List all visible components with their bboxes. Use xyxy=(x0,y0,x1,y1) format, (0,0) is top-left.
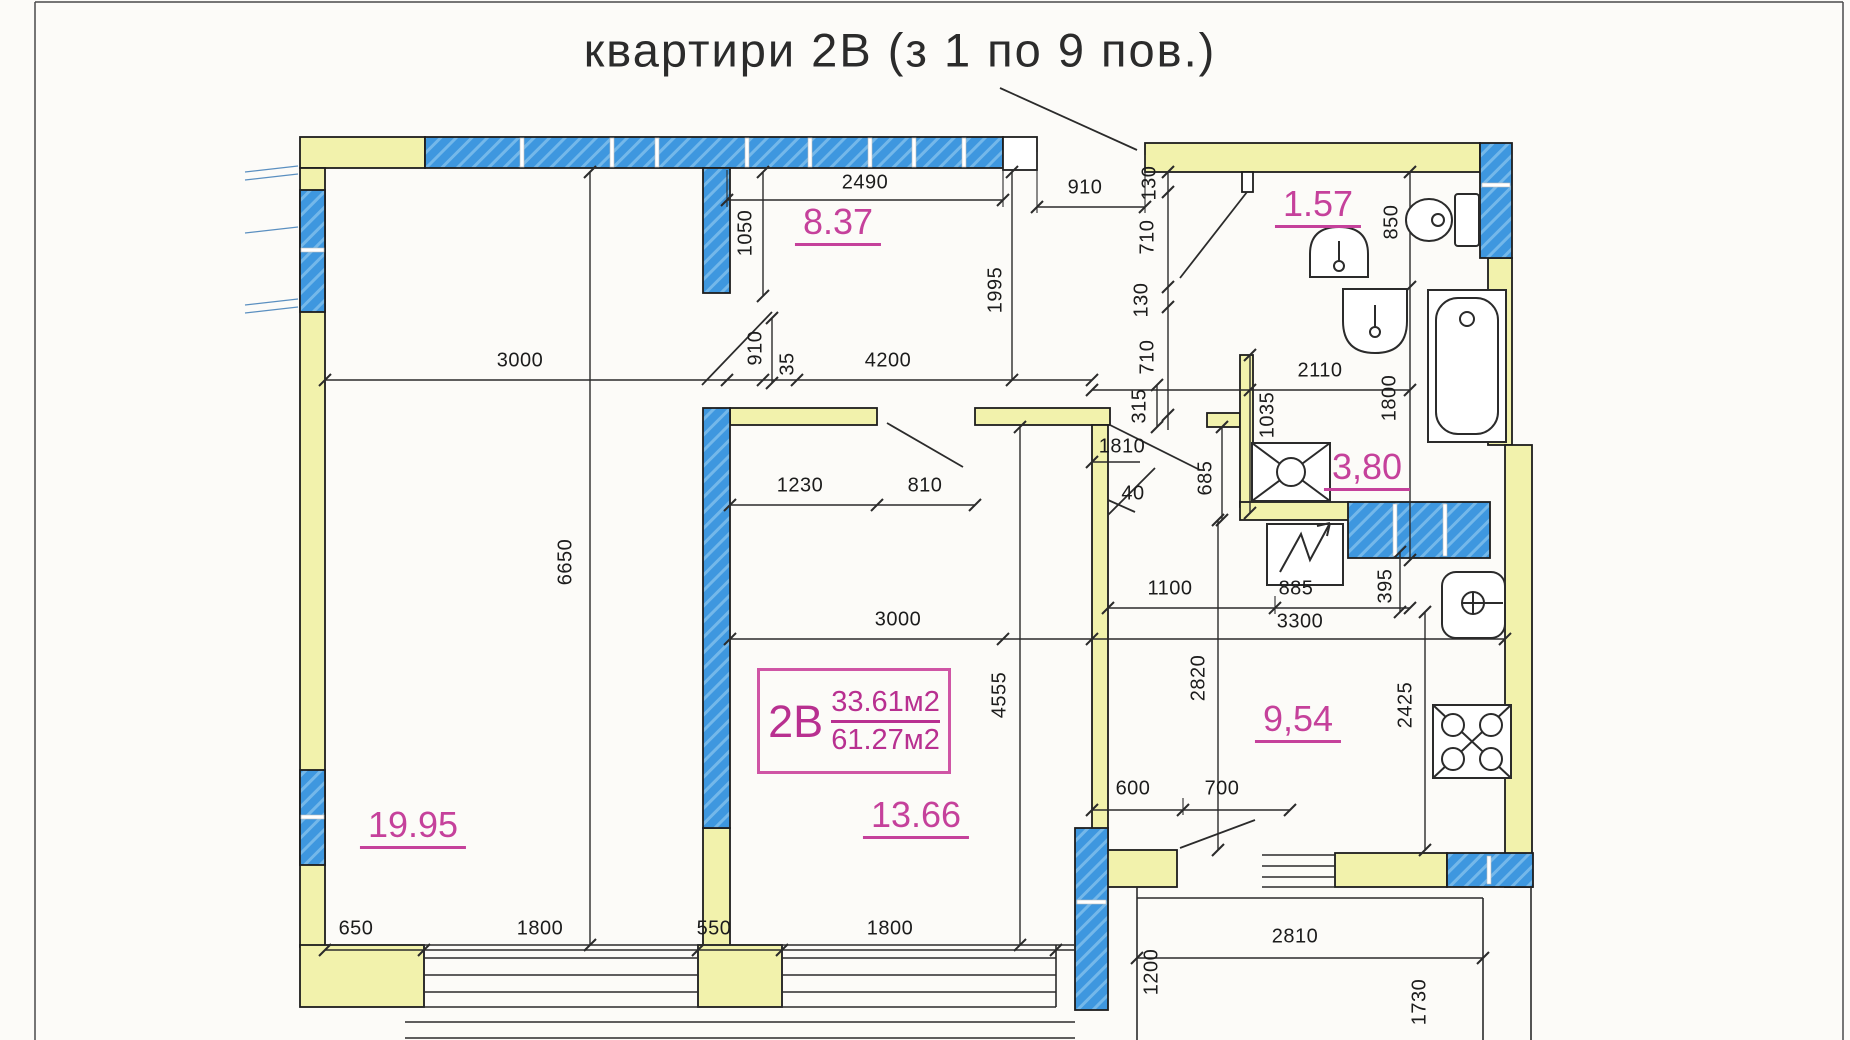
dimension-label: 1800 xyxy=(1378,374,1401,422)
dimension-label: 2490 xyxy=(841,171,889,194)
dimension-label: 3300 xyxy=(1276,610,1324,633)
kitchen-sink-icon xyxy=(1441,571,1506,639)
dimension-label: 3000 xyxy=(496,349,544,372)
room-label-bathroom: 3,80 xyxy=(1323,449,1411,491)
dimension-label: 850 xyxy=(1380,204,1403,240)
apartment-living-area: 33.61м2 xyxy=(831,685,940,723)
dimension-label: 130 xyxy=(1130,282,1153,318)
dimension-label: 1730 xyxy=(1408,978,1431,1026)
page-title: квартири 2В (з 1 по 9 пов.) xyxy=(583,23,1217,77)
window-mullions xyxy=(300,137,1511,905)
dimension-label: 3000 xyxy=(874,608,922,631)
dimension-label: 315 xyxy=(1128,388,1151,424)
apartment-area-box: 2В 33.61м2 61.27м2 xyxy=(757,668,951,774)
dimension-label: 6650 xyxy=(554,538,577,586)
dimension-label: 650 xyxy=(338,917,374,940)
shower-tray-icon xyxy=(1251,442,1331,502)
page-frame xyxy=(34,1,1844,1040)
apartment-unit: 2В xyxy=(768,695,824,747)
dimension-label: 1800 xyxy=(516,917,564,940)
apartment-total-area: 61.27м2 xyxy=(831,723,940,756)
dimension-label: 1995 xyxy=(984,266,1007,314)
bathtub-icon xyxy=(1427,289,1507,443)
dimension-label: 4555 xyxy=(988,671,1011,719)
dimension-label: 395 xyxy=(1374,568,1397,604)
sink-icon xyxy=(1309,225,1369,278)
dimension-label: 40 xyxy=(1121,482,1145,505)
room-label-wc: 1.57 xyxy=(1274,186,1362,228)
dimension-label: 885 xyxy=(1278,577,1314,600)
stove-icon xyxy=(1432,704,1512,779)
dimension-label: 130 xyxy=(1138,165,1161,201)
room-label-living-room: 19.95 xyxy=(359,807,467,849)
room-label-corridor: 8.37 xyxy=(794,204,882,246)
dimension-label: 2810 xyxy=(1271,925,1319,948)
linework xyxy=(244,87,1532,1040)
dimension-label: 35 xyxy=(776,352,799,376)
room-label-kitchen: 9,54 xyxy=(1254,701,1342,743)
sink-icon-2 xyxy=(1342,288,1408,355)
apartment-areas: 33.61м2 61.27м2 xyxy=(831,685,940,758)
dimension-label: 710 xyxy=(1136,339,1159,375)
dimension-label: 810 xyxy=(907,474,943,497)
dimension-label: 1230 xyxy=(776,474,824,497)
dimension-label: 550 xyxy=(696,917,732,940)
dimension-label: 700 xyxy=(1204,777,1240,800)
dimension-label: 2110 xyxy=(1297,359,1343,382)
dimension-label: 600 xyxy=(1115,777,1151,800)
dimension-label: 1800 xyxy=(866,917,914,940)
dimension-label: 1200 xyxy=(1140,948,1163,996)
dimension-label: 685 xyxy=(1194,460,1217,496)
dimension-label: 910 xyxy=(1067,176,1103,199)
dimension-label: 910 xyxy=(744,330,767,366)
dimension-label: 1035 xyxy=(1256,391,1279,439)
toilet-icon xyxy=(1405,193,1480,247)
dimension-label: 2820 xyxy=(1187,654,1210,702)
dimension-label: 1050 xyxy=(734,209,757,257)
room-label-bedroom: 13.66 xyxy=(862,797,970,839)
cabinet-icon xyxy=(1266,522,1344,586)
dimension-label: 2425 xyxy=(1394,681,1417,729)
fixtures xyxy=(1251,193,1512,779)
dimension-label: 1100 xyxy=(1147,577,1193,600)
dimension-label: 710 xyxy=(1136,219,1159,255)
dimension-label: 1810 xyxy=(1098,435,1146,458)
dimension-label: 4200 xyxy=(864,349,912,372)
